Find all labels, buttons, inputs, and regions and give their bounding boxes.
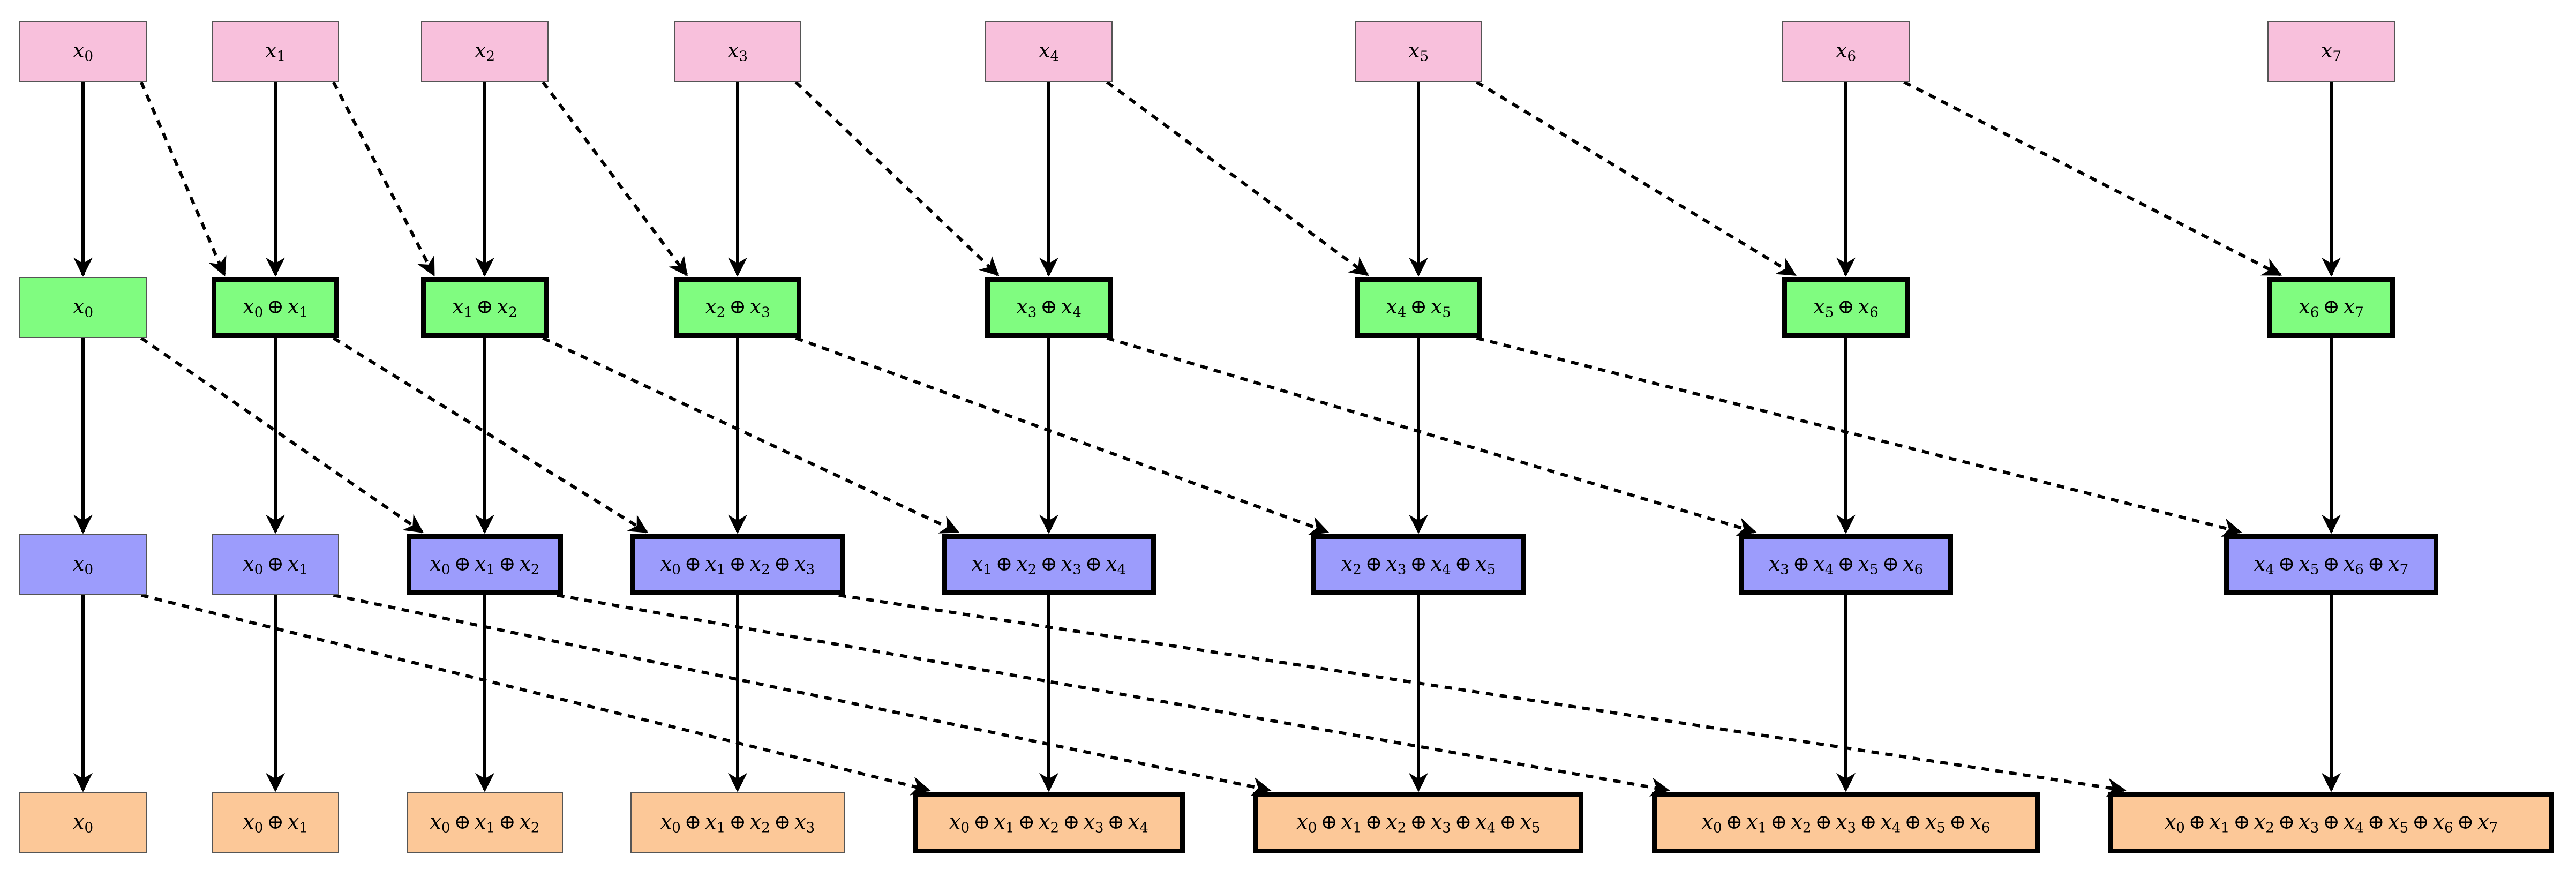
node-inputs-0: x0	[19, 21, 147, 82]
node-label: x0	[73, 551, 93, 578]
node-label: x0⊕x1⊕x2⊕x3⊕x4⊕x5⊕x6⊕x7	[2164, 809, 2498, 836]
node-label: x0	[73, 38, 93, 65]
node-label: x6	[1836, 38, 1856, 65]
node-step2-7: x4⊕x5⊕x6⊕x7	[2224, 534, 2438, 595]
node-label: x0⊕x1⊕x2	[430, 551, 540, 578]
node-step2-3: x0⊕x1⊕x2⊕x3	[630, 534, 845, 595]
node-step3-5: x0⊕x1⊕x2⊕x3⊕x4⊕x5	[1253, 792, 1583, 853]
dashed-edge-23	[140, 336, 424, 534]
node-step3-7: x0⊕x1⊕x2⊕x3⊕x4⊕x5⊕x6⊕x7	[2108, 792, 2554, 853]
dashed-edge-37	[140, 594, 931, 796]
node-inputs-7: x7	[2267, 21, 2395, 82]
node-label: x2⊕x3	[705, 294, 770, 321]
node-label: x2	[475, 38, 495, 65]
node-label: x0	[73, 809, 93, 836]
node-label: x4⊕x5	[1386, 294, 1451, 321]
node-label: x3⊕x4⊕x5⊕x6	[1768, 551, 1924, 578]
node-step3-1: x0⊕x1	[212, 792, 339, 853]
node-label: x1⊕x2⊕x3⊕x4	[971, 551, 1126, 578]
dashed-edge-11	[794, 80, 1000, 276]
dashed-edge-10	[542, 81, 688, 276]
dashed-edge-8	[139, 81, 227, 277]
node-step3-6: x0⊕x1⊕x2⊕x3⊕x4⊕x5⊕x6	[1652, 792, 2040, 853]
node-step2-2: x0⊕x1⊕x2	[407, 534, 563, 595]
node-step2-0: x0	[19, 534, 147, 595]
dashed-edge-25	[542, 336, 960, 534]
dashed-edge-14	[1903, 80, 2282, 276]
node-label: x0⊕x1	[243, 551, 308, 578]
node-inputs-3: x3	[674, 21, 801, 82]
dashed-edge-38	[333, 594, 1272, 797]
node-label: x5	[1408, 38, 1429, 65]
node-label: x4⊕x5⊕x6⊕x7	[2254, 551, 2409, 578]
node-step1-2: x1⊕x2	[421, 277, 549, 338]
node-step1-3: x2⊕x3	[674, 277, 801, 338]
node-step1-4: x3⊕x4	[985, 277, 1113, 338]
node-step1-5: x4⊕x5	[1355, 277, 1482, 338]
node-label: x4	[1039, 38, 1059, 65]
node-label: x0⊕x1⊕x2	[430, 809, 540, 836]
node-step2-1: x0⊕x1	[212, 534, 339, 595]
node-inputs-6: x6	[1782, 21, 1910, 82]
node-label: x0⊕x1⊕x2⊕x3	[660, 551, 815, 578]
dashed-edge-13	[1475, 80, 1797, 276]
node-step3-0: x0	[19, 792, 147, 853]
node-label: x2⊕x3⊕x4⊕x5	[1341, 551, 1496, 578]
node-inputs-2: x2	[421, 21, 549, 82]
dashed-edge-40	[838, 594, 2127, 797]
node-step2-6: x3⊕x4⊕x5⊕x6	[1739, 534, 1953, 595]
node-step1-0: x0	[19, 277, 147, 338]
node-label: x0	[73, 294, 93, 321]
node-label: x5⊕x6	[1813, 294, 1879, 321]
dashed-edge-26	[795, 336, 1330, 535]
node-step1-1: x0⊕x1	[212, 277, 339, 338]
node-step3-2: x0⊕x1⊕x2	[407, 792, 563, 853]
node-inputs-5: x5	[1355, 21, 1482, 82]
dashed-edge-27	[1106, 336, 1757, 536]
node-step1-7: x6⊕x7	[2267, 277, 2395, 338]
dashed-edge-28	[1476, 336, 2242, 537]
node-label: x3	[727, 38, 748, 65]
node-step2-5: x2⊕x3⊕x4⊕x5	[1311, 534, 1526, 595]
dashed-edge-24	[332, 336, 649, 534]
node-label: x0⊕x1	[243, 809, 308, 836]
node-step3-4: x0⊕x1⊕x2⊕x3⊕x4	[913, 792, 1185, 853]
node-step3-3: x0⊕x1⊕x2⊕x3	[630, 792, 845, 853]
dashed-edge-39	[557, 594, 1670, 797]
node-label: x1⊕x2	[452, 294, 517, 321]
node-label: x0⊕x1	[243, 294, 308, 321]
node-label: x3⊕x4	[1016, 294, 1082, 321]
node-label: x0⊕x1⊕x2⊕x3⊕x4⊕x5	[1296, 809, 1541, 836]
node-step2-4: x1⊕x2⊕x3⊕x4	[942, 534, 1156, 595]
node-inputs-1: x1	[212, 21, 339, 82]
node-label: x0⊕x1⊕x2⊕x3⊕x4⊕x5⊕x6	[1701, 809, 1991, 836]
dashed-edge-12	[1106, 80, 1369, 276]
node-label: x0⊕x1⊕x2⊕x3⊕x4	[949, 809, 1148, 836]
node-label: x6⊕x7	[2299, 294, 2364, 321]
node-label: x7	[2321, 38, 2341, 65]
dashed-edge-9	[332, 81, 435, 277]
node-step1-6: x5⊕x6	[1782, 277, 1910, 338]
node-label: x0⊕x1⊕x2⊕x3	[660, 809, 815, 836]
node-label: x1	[265, 38, 286, 65]
node-inputs-4: x4	[985, 21, 1113, 82]
